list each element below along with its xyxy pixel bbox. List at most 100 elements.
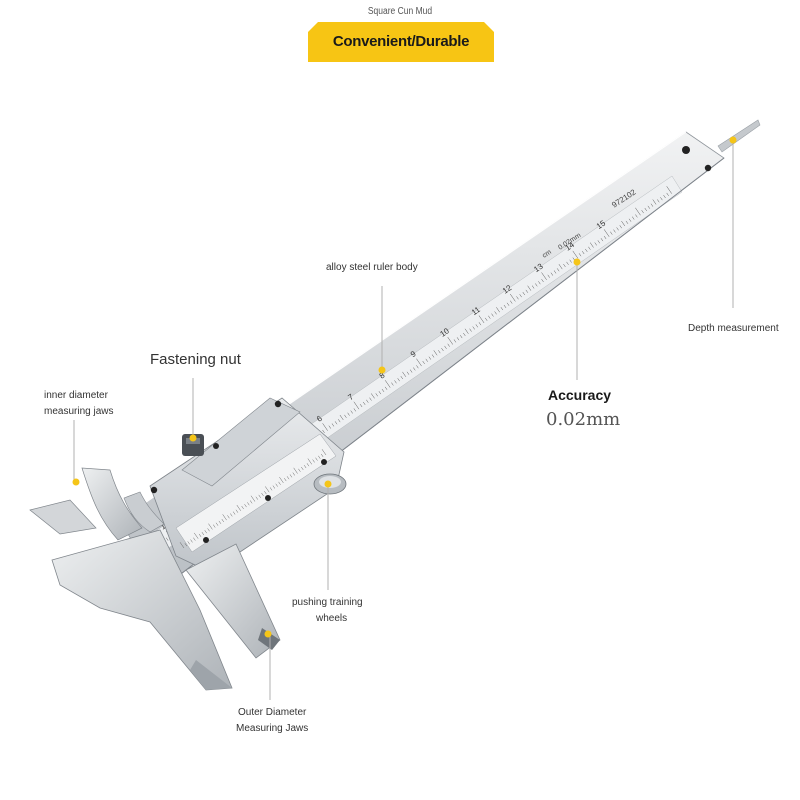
scale-tick	[338, 419, 341, 423]
vernier-tick	[303, 465, 307, 469]
scale-tick	[619, 225, 622, 229]
scale-tick	[635, 207, 641, 216]
scale-tick	[657, 199, 660, 203]
scale-tick	[550, 272, 554, 276]
vernier-tick	[275, 483, 278, 487]
scale-tick	[400, 375, 403, 380]
scale-tick	[375, 393, 378, 397]
scale-tick	[409, 369, 413, 373]
scale-tick	[347, 412, 350, 416]
vernier-tick	[213, 524, 216, 528]
scale-tick	[433, 350, 438, 356]
scale-tick	[535, 283, 538, 287]
label-wheels-2: wheels	[316, 613, 348, 624]
vernier-tick	[301, 466, 304, 471]
scale-tick	[381, 388, 385, 393]
vernier-tick	[318, 455, 321, 459]
scale-tick	[441, 347, 444, 352]
scale-tick	[459, 335, 463, 339]
vernier-tick	[298, 468, 301, 472]
vernier-tick	[222, 514, 227, 521]
vernier-tick	[284, 478, 287, 482]
scale-tick	[547, 274, 550, 278]
scale-tick	[350, 410, 353, 414]
scale-tick	[353, 408, 357, 412]
scale-tick	[425, 358, 428, 362]
scale-tick	[625, 220, 629, 224]
vernier-tick	[269, 487, 273, 491]
scale-tick	[510, 300, 513, 304]
scale-number: 6	[315, 413, 324, 423]
unit-engraving: cm	[541, 249, 553, 260]
vernier-tick	[227, 515, 230, 519]
scale-tick	[632, 216, 635, 220]
vernier-tick	[307, 458, 312, 465]
scale-tick	[322, 423, 328, 431]
scale-tick	[538, 281, 541, 285]
scale-tick	[447, 343, 450, 347]
scale-tick	[463, 332, 466, 337]
scale-tick	[603, 229, 610, 237]
vernier-tick	[279, 477, 284, 484]
scale-tick	[359, 403, 363, 408]
scale-tick	[416, 358, 422, 367]
label-depth-measurement: Depth measurement	[688, 323, 779, 334]
scale-tick	[488, 315, 491, 319]
scale-tick	[594, 242, 597, 246]
vernier-tick	[247, 502, 250, 506]
scale-tick	[475, 324, 479, 328]
scale-tick	[563, 263, 566, 268]
label-outer-jaws-2: Measuring Jaws	[236, 723, 309, 734]
vernier-tick	[187, 541, 190, 545]
scale-tick	[616, 227, 619, 231]
scale-tick	[397, 378, 400, 382]
scale-tick	[600, 238, 604, 242]
scale-tick	[556, 268, 560, 272]
scale-tick	[478, 315, 485, 324]
scale-tick	[541, 272, 547, 281]
label-accuracy-title: Accuracy	[548, 387, 612, 403]
label-outer-jaws-1: Outer Diameter	[238, 707, 307, 718]
scale-number: 8	[378, 370, 387, 380]
scale-tick	[444, 345, 447, 349]
scale-tick	[519, 294, 522, 298]
scale-tick	[541, 278, 544, 283]
scale-number: 1	[159, 521, 168, 531]
vernier-tick	[249, 500, 253, 504]
scale-tick	[334, 421, 338, 425]
scale-tick	[447, 336, 454, 345]
vernier-ticks	[179, 449, 327, 549]
scale-tick	[456, 337, 460, 341]
vernier-tick	[321, 449, 327, 456]
fixed-jaw-assembly	[29, 499, 233, 691]
scale-tick	[391, 382, 394, 386]
vernier-tick	[286, 476, 290, 480]
inner-jaws	[81, 467, 165, 541]
vernier-tick	[261, 492, 264, 497]
scale-tick	[553, 270, 557, 274]
scale-tick	[384, 380, 391, 388]
vernier-tick	[230, 513, 233, 517]
scale-tick	[496, 307, 500, 313]
callout-lines	[73, 142, 734, 700]
rivets	[150, 146, 712, 543]
scale-tick	[588, 246, 591, 250]
scale-tick	[516, 296, 519, 300]
vernier-tick	[215, 522, 219, 526]
vernier-tick	[221, 518, 224, 523]
label-inner-jaws-2: measuring jaws	[44, 406, 114, 417]
vernier-tick	[278, 481, 281, 485]
scale-tick	[603, 235, 607, 240]
scale-tick	[531, 285, 535, 289]
scale-tick	[647, 205, 651, 209]
scale-tick	[322, 429, 325, 434]
scale-tick	[328, 425, 332, 429]
scale-tick	[384, 386, 388, 390]
scale-tick	[165, 537, 169, 541]
scale-tick	[558, 264, 563, 270]
scale-tick	[438, 350, 441, 354]
scale-tick	[494, 311, 497, 315]
vernier-tick	[208, 523, 213, 530]
scale-tick	[613, 229, 616, 233]
